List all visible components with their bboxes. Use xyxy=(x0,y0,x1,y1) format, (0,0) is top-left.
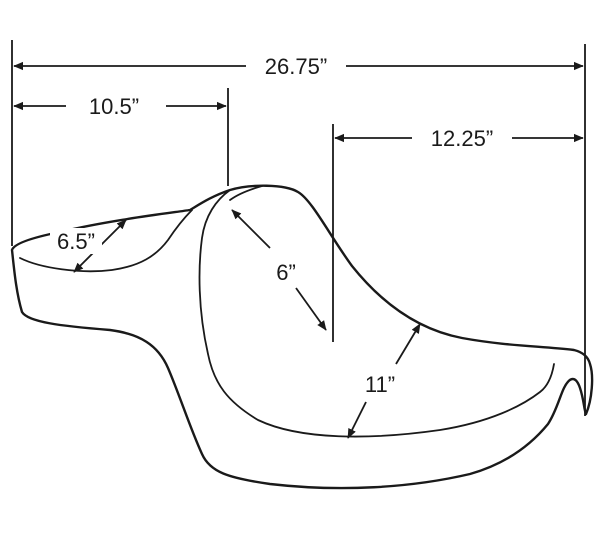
dim-arrow-lower xyxy=(347,401,367,439)
seat-drawing xyxy=(10,184,594,490)
passenger-pad-edge xyxy=(19,209,193,273)
label-background xyxy=(50,228,102,254)
extension-lines xyxy=(11,40,586,416)
dim-arrow-upper xyxy=(395,323,421,365)
dimension-passenger-seat-length: 12.25” xyxy=(334,126,584,151)
overall-length-label: 26.75” xyxy=(265,54,327,79)
dimension-passenger-pad-width: 6.5” xyxy=(50,219,127,273)
rider-seat-width-label: 11” xyxy=(365,372,395,397)
passenger-pad-width-label: 6.5” xyxy=(57,229,95,254)
rider-cushion-edge xyxy=(198,189,555,438)
front-seat-length-label: 10.5” xyxy=(89,94,139,119)
dimension-rider-seat-depth: 6” xyxy=(231,209,327,331)
dimension-overall-length: 26.75” xyxy=(13,54,584,79)
dim-arrow-upper xyxy=(231,209,271,249)
rider-seat-depth-label: 6” xyxy=(276,260,296,285)
dim-arrow-lower xyxy=(295,287,327,331)
passenger-seat-length-label: 12.25” xyxy=(431,126,493,151)
dimension-rider-seat-width: 11” xyxy=(347,323,421,439)
dimension-front-seat-length: 10.5” xyxy=(13,94,227,119)
seat-outline xyxy=(10,184,594,490)
rider-cushion-rim xyxy=(229,185,263,201)
